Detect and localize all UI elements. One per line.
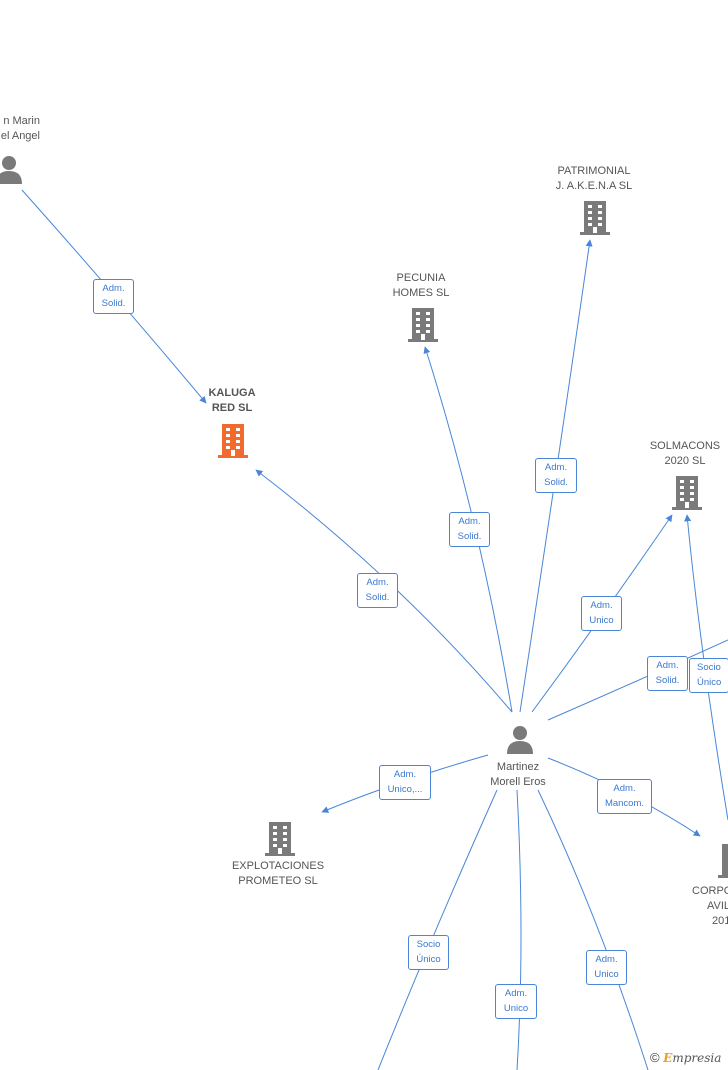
explotaciones-label[interactable]: EXPLOTACIONES PROMETEO SL (231, 860, 325, 887)
edge-label-center-offright[interactable]: Adm. Solid. (647, 656, 688, 691)
edge-center-down-left (377, 789, 498, 1070)
edge-center-down-right (537, 789, 649, 1070)
edge-label-center-corpo[interactable]: Adm. Mancom. (597, 779, 652, 814)
edge-center-offright (547, 639, 728, 721)
person-icon[interactable] (506, 724, 534, 754)
solmacons-label[interactable]: SOLMACONS 2020 SL (649, 440, 721, 467)
edge-label-solmacons-socio[interactable]: Socio Único (689, 658, 728, 693)
edge-label-center-down-right[interactable]: Adm. Unico (586, 950, 627, 985)
center-person-label[interactable]: Martinez Morell Eros (490, 761, 546, 788)
edge-label-top-person-kaluga[interactable]: Adm. Solid. (93, 279, 134, 314)
footer-brand: © Empresia (650, 1050, 721, 1065)
edge-label-center-pecunia[interactable]: Adm. Solid. (449, 512, 490, 547)
patrimonial-label[interactable]: PATRIMONIAL J. A.K.E.N.A SL (555, 165, 633, 192)
edge-label-center-down-left[interactable]: Socio Único (408, 935, 449, 970)
pecunia-label[interactable]: PECUNIA HOMES SL (392, 272, 450, 299)
edge-label-center-explotaciones[interactable]: Adm. Unico,... (379, 765, 431, 800)
edge-center-down-mid (516, 789, 522, 1070)
person-icon[interactable] (0, 154, 22, 184)
building-icon[interactable] (716, 842, 728, 878)
edge-label-center-solmacons[interactable]: Adm. Unico (581, 596, 622, 631)
building-icon[interactable] (263, 820, 297, 856)
edge-label-center-patrimonial[interactable]: Adm. Solid. (535, 458, 577, 493)
top-person-label: n Marin el Angel (0, 115, 40, 142)
copyright-symbol: © (650, 1050, 660, 1065)
brand-logo: Empresia (663, 1051, 722, 1065)
edge-label-center-down-mid[interactable]: Adm. Unico (495, 984, 537, 1019)
kaluga-label[interactable]: KALUGA RED SL (208, 387, 256, 414)
edge-label-center-kaluga[interactable]: Adm. Solid. (357, 573, 398, 608)
building-icon[interactable] (406, 306, 440, 342)
building-icon[interactable] (670, 474, 704, 510)
building-icon[interactable] (578, 199, 612, 235)
building-icon-focus[interactable] (216, 422, 250, 458)
corpo-label[interactable]: CORPO AVIL 201 (692, 885, 728, 927)
